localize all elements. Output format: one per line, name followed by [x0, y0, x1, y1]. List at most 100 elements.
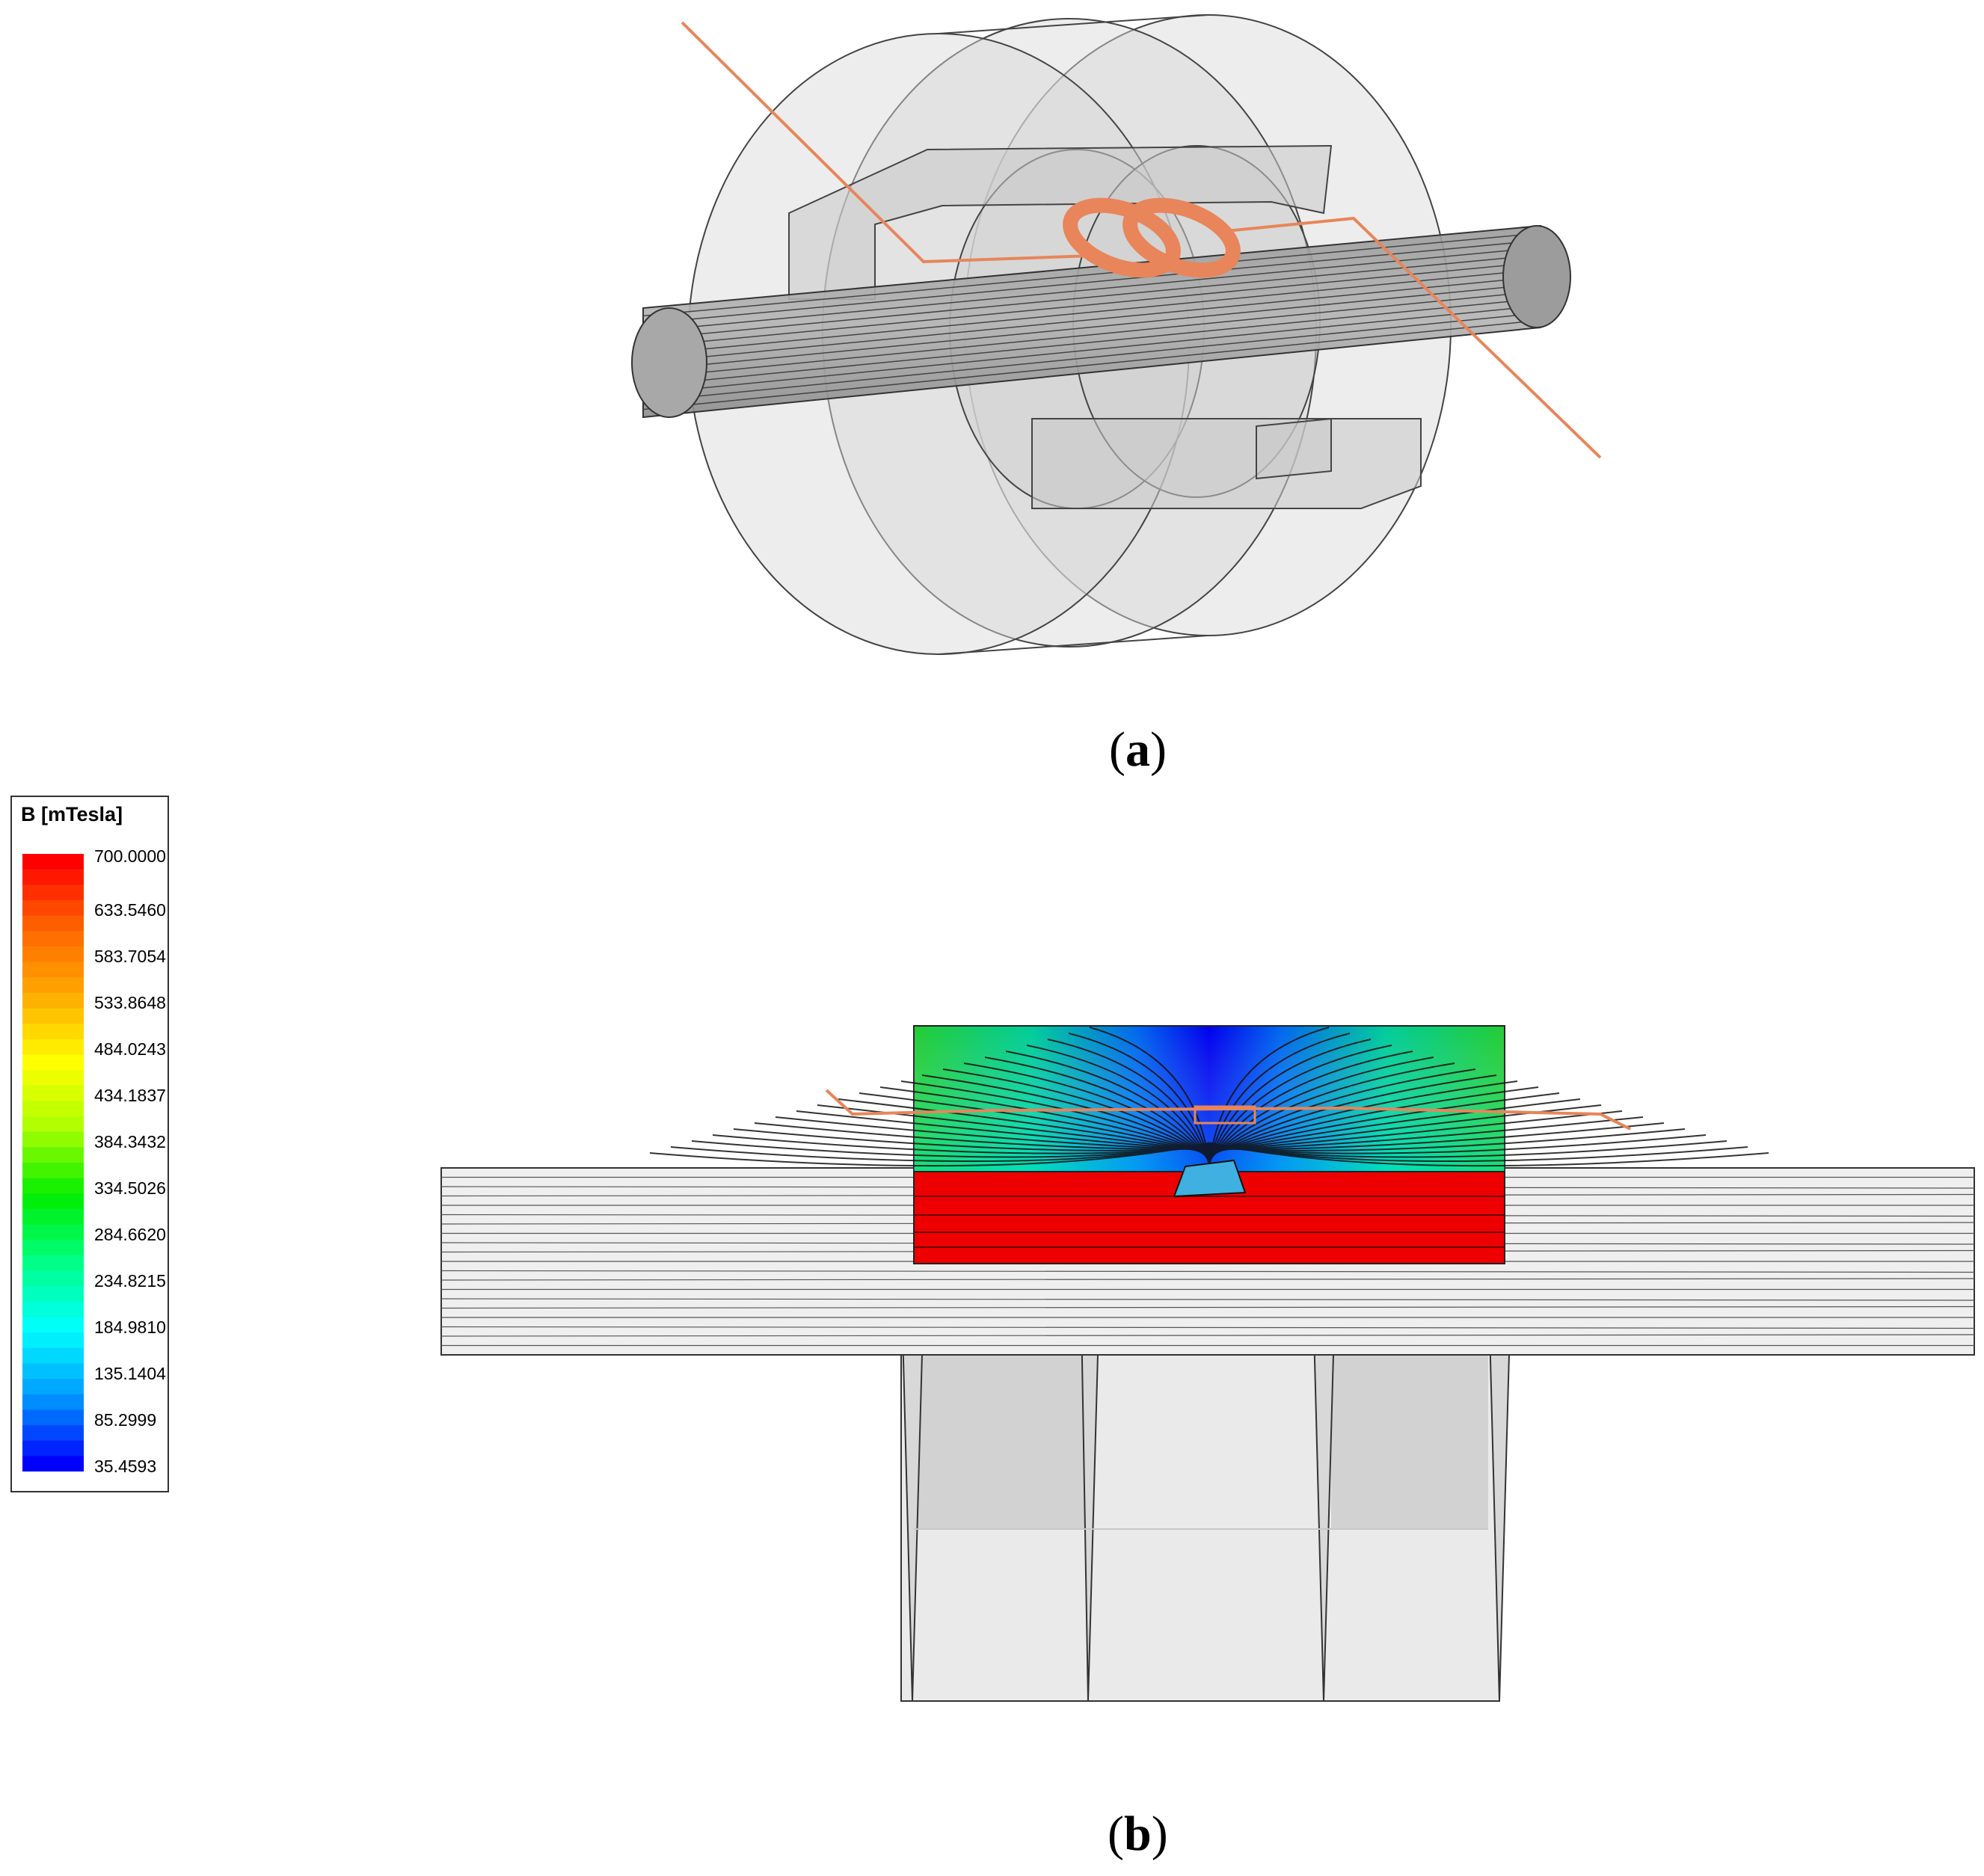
field-contour-line — [712, 1134, 1707, 1154]
magnet-cores — [788, 144, 1422, 509]
legend-tick-label: 35.4593 — [94, 1457, 157, 1476]
shaft-end-left — [631, 307, 707, 418]
shaft-bar-line — [440, 1298, 1975, 1301]
legend-color-step — [22, 1085, 84, 1101]
legend-color-step — [22, 1394, 84, 1410]
legend-tick-label: 484.0243 — [94, 1039, 166, 1059]
legend-color-step — [22, 1301, 84, 1318]
shaft-facet-line — [642, 254, 1541, 340]
legend-color-step — [22, 1208, 84, 1225]
legend-color-step — [22, 1054, 84, 1071]
legend-color-step — [22, 1286, 84, 1303]
shaft-facet-line — [642, 276, 1541, 363]
legend-color-step — [22, 992, 84, 1009]
shaft-facet-line — [642, 268, 1541, 356]
legend-color-step — [22, 1270, 84, 1287]
shaft-bar-line — [440, 1270, 1975, 1273]
legend-color-step — [22, 915, 84, 932]
legend-tick-label: 184.9810 — [94, 1317, 166, 1337]
legend-color-step — [22, 1116, 84, 1133]
shaft-facet-line — [642, 298, 1541, 387]
field-contour-line — [859, 1092, 1560, 1155]
legend-color-step — [22, 1440, 84, 1457]
legend-tick-label: 234.8215 — [94, 1271, 166, 1291]
field-contour-line — [984, 1057, 1434, 1163]
shaft-end-right — [1502, 225, 1571, 328]
shaft-bar-line — [440, 1278, 1975, 1281]
legend-color-scale — [22, 854, 84, 1471]
legend-color-step — [22, 1039, 84, 1056]
shaft-facet-line — [642, 283, 1541, 372]
field-contour-line — [733, 1128, 1686, 1151]
shaft-facet-line — [642, 305, 1541, 395]
legend-color-step — [22, 1178, 84, 1194]
field-contour-line — [900, 1080, 1518, 1157]
legend-color-step — [22, 1456, 84, 1471]
field-contour-line — [754, 1122, 1665, 1150]
legend-tick-label: 434.1837 — [94, 1086, 166, 1105]
shaft-facet-line — [642, 319, 1541, 410]
legend-color-step — [22, 1255, 84, 1272]
shaft-cylinder-a — [631, 224, 1571, 419]
legend-color-step — [22, 1332, 84, 1349]
legend-color-step — [22, 1163, 84, 1179]
coil-section-lead — [825, 1089, 1631, 1131]
legend-color-step — [22, 1409, 84, 1426]
legend-color-step — [22, 1070, 84, 1086]
field-contour-line — [670, 1142, 1748, 1163]
caption-a: (a) — [1109, 722, 1167, 777]
shaft-bar-line — [440, 1305, 1975, 1309]
legend-color-step — [22, 1347, 84, 1365]
shaft-bar-line — [440, 1334, 1975, 1337]
field-contour-line — [817, 1104, 1602, 1153]
legend-color-step — [22, 977, 84, 994]
legend-color-step — [22, 899, 84, 917]
legend-tick-label: 85.2999 — [94, 1410, 157, 1430]
legend-tick-label: 533.8648 — [94, 993, 166, 1012]
legend-tick-label: 583.7054 — [94, 947, 166, 966]
legend-color-step — [22, 869, 84, 885]
coil-lead-right — [1218, 216, 1602, 459]
field-contour-line — [838, 1098, 1581, 1154]
shaft-facet-line — [642, 312, 1541, 402]
legend-color-step — [22, 1317, 84, 1333]
shaft-facet-line — [642, 247, 1541, 333]
field-contour-line — [649, 1142, 1769, 1167]
coil-winding — [681, 21, 1602, 459]
view-b-section — [440, 1025, 1975, 1702]
legend-color-step — [22, 1024, 84, 1040]
legend-tick-label: 700.0000 — [94, 846, 166, 866]
ring-outer-silhouette — [938, 14, 1208, 655]
legend-tick-label: 334.5026 — [94, 1178, 166, 1198]
legend-color-step — [22, 885, 84, 901]
legend-color-step — [22, 931, 84, 947]
core-lower-step — [1256, 417, 1332, 480]
coil-section-box — [1194, 1105, 1256, 1125]
field-contour-line — [921, 1074, 1497, 1159]
field-contour-line — [775, 1116, 1644, 1151]
legend-tick-label: 384.3432 — [94, 1132, 166, 1151]
legend-color-step — [22, 962, 84, 978]
legend-color-step — [22, 1193, 84, 1210]
legend-color-step — [22, 1131, 84, 1148]
core-lower — [1031, 418, 1422, 509]
legend-color-step — [22, 1008, 84, 1024]
field-contour-line — [796, 1110, 1623, 1152]
legend-color-step — [22, 1147, 84, 1163]
shaft-facet-line — [642, 290, 1541, 379]
field-contour-line — [691, 1140, 1727, 1158]
legend-color-step — [22, 1240, 84, 1256]
legend-tick-label: 135.1404 — [94, 1364, 166, 1383]
coil-lead-left — [681, 21, 1093, 264]
legend-tick-label: 633.5460 — [94, 900, 166, 920]
field-contour-line — [942, 1068, 1476, 1160]
rod-section-lines — [914, 1196, 1505, 1248]
coil-pocket — [1173, 1159, 1247, 1198]
shaft-facet-line — [642, 261, 1541, 348]
legend-title: B [mTesla] — [21, 803, 123, 825]
view-a-3d-model — [631, 14, 1602, 655]
legend-color-step — [22, 1101, 84, 1117]
field-contour-line — [879, 1086, 1539, 1157]
legend-color-step — [22, 1425, 84, 1442]
